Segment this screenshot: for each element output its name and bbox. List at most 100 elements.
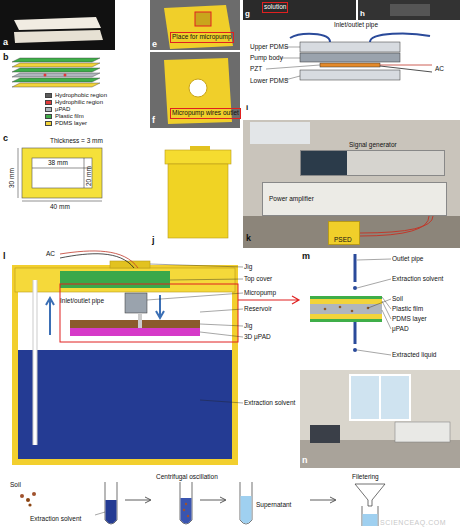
part-label: Soil: [10, 482, 21, 489]
pad-section-part-part: [368, 299, 391, 308]
layer-stack-part: [12, 58, 100, 62]
process-steps-part: [181, 498, 192, 524]
pad-section-part: [354, 322, 357, 344]
instrument-box: Power amplifier: [262, 182, 447, 216]
pump-schematic-part: [266, 65, 320, 69]
photo-j-part: [168, 164, 228, 238]
panel-letter: m: [302, 252, 310, 261]
panel-letter: j: [152, 236, 155, 245]
part-label: Reservoir: [244, 306, 272, 313]
pad-section-part: [310, 319, 382, 322]
process-steps-part: [26, 498, 30, 502]
photo-a-part: [14, 17, 101, 30]
process-steps-part: [310, 497, 336, 503]
pad-section-part: [339, 306, 342, 309]
pump-schematic-part: [320, 63, 380, 67]
photo-g-h: [243, 0, 460, 20]
part-label: Centrifugal oscillation: [156, 474, 218, 481]
process-steps-part: [125, 497, 151, 503]
photo-n: [300, 370, 460, 468]
pump-schematic-part: [380, 66, 432, 72]
frame-drawing-part: [22, 148, 102, 198]
process-steps-part: [105, 482, 117, 524]
dimension-label: 3D μPAD: [244, 334, 271, 341]
legend-text: PDMS layer: [55, 120, 87, 126]
photo-n-part: [350, 375, 410, 420]
photo-j-part: [190, 146, 210, 151]
process-steps-part: [28, 503, 31, 506]
part-label: AC: [435, 66, 444, 73]
part-label: PZT: [250, 66, 262, 73]
frame-drawing-part: [22, 201, 102, 202]
process-steps-part: [20, 494, 24, 498]
photo-f-part: [150, 52, 240, 128]
pump-schematic-part: [280, 58, 300, 59]
part-label: Soil: [392, 296, 403, 303]
photo-n-part: [300, 370, 460, 468]
process-steps-part: [180, 482, 192, 524]
photo-a-part: [14, 30, 103, 43]
extraction-device-part: [138, 313, 142, 328]
photo-e-part: [195, 12, 211, 26]
extraction-device-part: [147, 264, 243, 403]
extraction-device-part: [156, 295, 164, 318]
legend-swatch: [45, 114, 52, 119]
pad-section-part-part: [382, 301, 391, 319]
dimension-label: Thickness = 3 mm: [50, 138, 103, 145]
part-label: solution: [262, 2, 288, 13]
extraction-device-part: [15, 268, 235, 292]
extraction-device-part: [46, 298, 54, 335]
extraction-device-part-part: [200, 332, 243, 337]
photo-j: [165, 146, 231, 238]
pad-section-part-part: [382, 297, 391, 309]
extraction-device-part-part: [150, 264, 243, 267]
layer-stack: [12, 58, 100, 87]
photo-f: [150, 52, 240, 128]
legend-text: Plastic film: [55, 113, 84, 119]
extraction-device-part: [70, 328, 200, 336]
legend-text: Hydrophobic region: [55, 92, 107, 98]
part-label: AC: [46, 251, 55, 258]
process-steps-part: [183, 509, 185, 511]
layer-stack-part: [12, 73, 100, 77]
panel-letter: g: [245, 10, 250, 18]
node-text: Signal generator: [349, 142, 397, 149]
extraction-device-part: [70, 320, 200, 328]
photo-n-part: [300, 440, 460, 468]
pump-schematic-part: [290, 34, 330, 42]
part-label: Inlet/outlet pipe: [60, 298, 104, 305]
dimension-label: 40 mm: [50, 204, 70, 211]
part-label: Place for micropump: [170, 32, 234, 43]
extraction-device-part: [125, 293, 147, 313]
watermark: SCIENCEAQ.COM: [380, 519, 446, 526]
pad-section-part: [353, 348, 357, 352]
part-label: Filetering: [352, 474, 379, 481]
photo-n-part: [379, 375, 381, 420]
extraction-device-part: [238, 296, 299, 304]
photo-j-part: [165, 150, 231, 164]
dimension-label: 20 mm: [86, 166, 93, 186]
photo-k-part: [243, 120, 460, 248]
extraction-device: [15, 251, 299, 462]
photo-g-h-part: [390, 4, 430, 16]
photo-a-part: [0, 0, 115, 50]
extraction-device-part: [33, 280, 38, 445]
pad-section-part: [357, 259, 391, 355]
extraction-device-part-part: [200, 309, 243, 312]
dimension-label: 30 mm: [9, 168, 16, 188]
legend-swatch: [45, 107, 52, 112]
layer-stack-part: [12, 68, 100, 72]
device-box: PSED: [328, 221, 360, 245]
pump-schematic-part: [300, 42, 400, 52]
extraction-device-part-part: [200, 324, 243, 326]
layer-stack-part: [64, 74, 67, 77]
pad-section-part: [351, 310, 354, 313]
layer-stack-part: [12, 83, 100, 87]
extraction-device-part: [18, 350, 232, 459]
pump-schematic-part: [300, 70, 400, 80]
panel-letter: c: [3, 134, 8, 143]
photo-g-h-part: [243, 0, 356, 20]
